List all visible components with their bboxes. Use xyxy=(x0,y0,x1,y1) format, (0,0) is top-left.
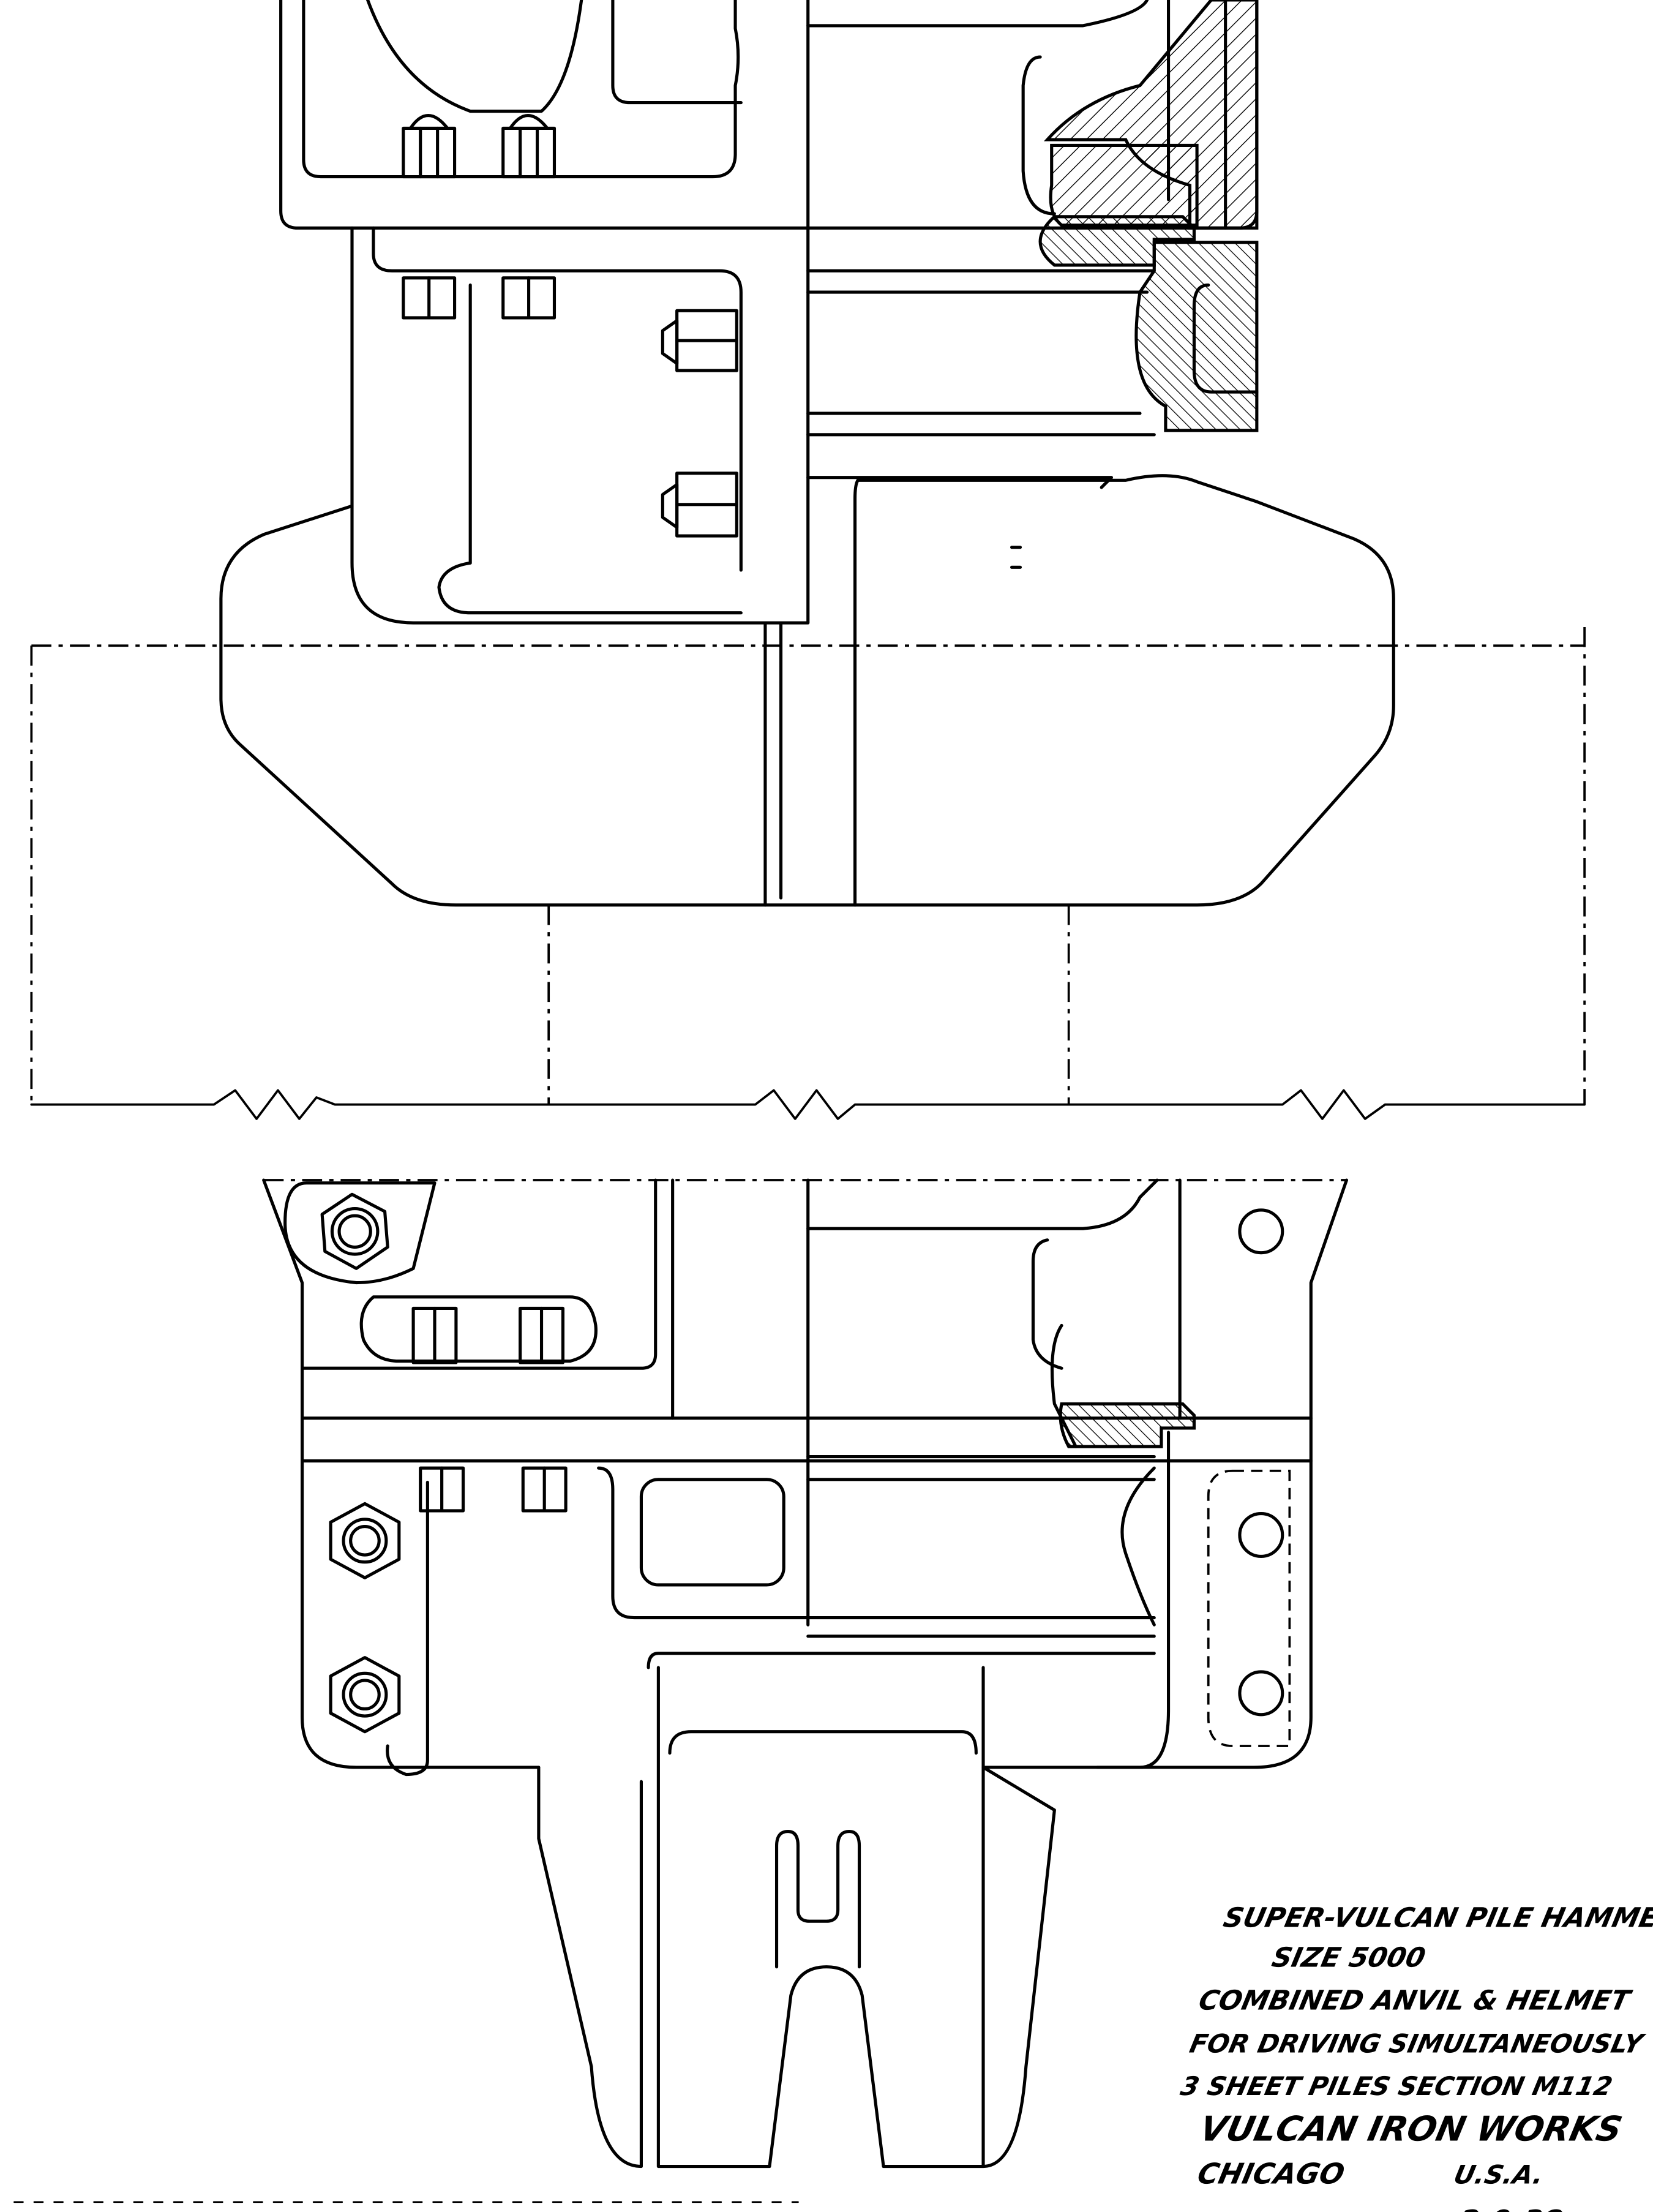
hex-nut xyxy=(329,1656,401,1734)
lower-hammer-section xyxy=(262,1178,1349,1777)
title-date: 2-9-38 xyxy=(1455,2205,1565,2212)
title-line-5: 3 SHEET PILES SECTION M112 xyxy=(1178,2072,1615,2101)
bolt-hole xyxy=(1238,1670,1284,1717)
middle-frame-section xyxy=(350,226,1156,625)
title-line-4: FOR DRIVING SIMULTANEOUSLY xyxy=(1187,2029,1648,2058)
helmet-fingers xyxy=(537,1666,1056,2169)
upper-hammer-section xyxy=(279,0,1259,432)
side-bolt xyxy=(661,309,738,372)
hex-nut xyxy=(329,1502,401,1579)
hex-bolt xyxy=(402,113,457,179)
title-block: SUPER-VULCAN PILE HAMMER SIZE 5000 COMBI… xyxy=(1178,1902,1653,2212)
side-bolt xyxy=(661,472,738,538)
title-line-3: COMBINED ANVIL & HELMET xyxy=(1196,1984,1635,2016)
title-line-6: VULCAN IRON WORKS xyxy=(1196,2110,1625,2149)
title-line-1: SUPER-VULCAN PILE HAMMER xyxy=(1221,1902,1653,1933)
hex-bolt xyxy=(501,113,557,179)
title-city: CHICAGO xyxy=(1194,2157,1348,2191)
pile-outline xyxy=(30,627,1586,1120)
title-country: U.S.A. xyxy=(1451,2160,1546,2189)
title-line-2: SIZE 5000 xyxy=(1269,1941,1428,1973)
bolt-hole xyxy=(1238,1512,1284,1558)
lug-bolt xyxy=(283,1181,437,1285)
anvil-block xyxy=(219,474,1395,907)
bolt-hole xyxy=(1238,1208,1284,1255)
